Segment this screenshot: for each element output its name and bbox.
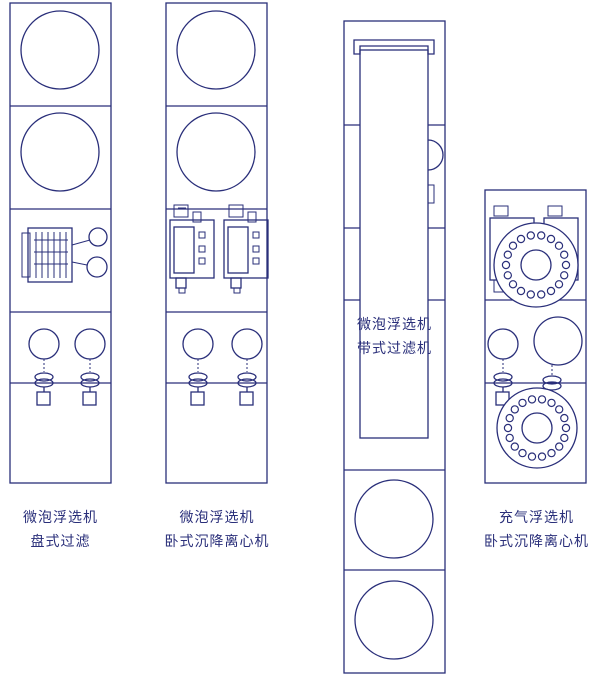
disc-upper-hole: [508, 241, 518, 250]
line1-column: [9, 2, 112, 484]
line3-tank-1: [354, 479, 434, 559]
disc-upper-hole: [546, 286, 556, 296]
line4-tank-large: [533, 316, 583, 366]
disc-upper-hole: [526, 290, 536, 299]
line2-caption-line2: 卧式沉降离心机: [164, 534, 270, 550]
line1-caption-line1: 微泡浮选机: [23, 510, 98, 526]
line4-column: [484, 189, 587, 484]
disc-upper-hole: [560, 250, 569, 259]
line2-tank-1: [176, 10, 256, 90]
line4-pump-tank: [487, 328, 519, 360]
disc-filter: [21, 227, 108, 283]
line1-caption-line2: 盘式过滤: [30, 534, 91, 550]
line1-pump-1: [34, 372, 54, 406]
line2-decanter-1: [169, 204, 215, 294]
line3-tank-2: [354, 580, 434, 660]
disc-lower-hole: [527, 395, 537, 404]
disc-upper-hole: [554, 241, 564, 250]
disc-upper-hole: [508, 280, 518, 289]
disc-lower-hole: [555, 442, 564, 451]
disc-lower-hole: [537, 452, 547, 461]
line1-caption: 微泡浮选机 盘式过滤: [0, 506, 121, 554]
disc-lower-hole: [510, 405, 519, 414]
disc-lower-hole: [561, 423, 571, 433]
line2-tank-2: [176, 112, 256, 192]
disc-lower-hole: [503, 423, 513, 433]
disc-lower-hole: [527, 452, 537, 461]
disc-lower-hole: [547, 398, 556, 408]
disc-lower-hole: [505, 433, 514, 443]
disc-upper-hole: [516, 234, 526, 244]
line3-outline: [343, 20, 446, 674]
line4-outline: [484, 189, 587, 484]
line1-pump-tank-1: [28, 328, 60, 360]
disc-upper-hole: [501, 260, 511, 270]
disc-upper-hole: [537, 290, 546, 299]
line4-pump-1: [493, 372, 513, 406]
line2-caption: 微泡浮选机 卧式沉降离心机: [150, 506, 284, 554]
disc-lower-hole: [510, 442, 519, 451]
line2-outline: [165, 2, 268, 484]
line4-caption-line2: 卧式沉降离心机: [484, 534, 589, 550]
line2-pump-1: [188, 372, 208, 406]
disc-upper-hole: [560, 271, 569, 280]
line4-caption: 充气浮选机 卧式沉降离心机: [470, 506, 603, 554]
disc-upper-hole: [526, 231, 536, 240]
line3-column: [343, 20, 446, 674]
disc-upper-hole: [537, 231, 546, 240]
disc-lower-hole: [547, 448, 556, 458]
line4-caption-line1: 充气浮选机: [499, 510, 574, 526]
line1-pump-2: [80, 372, 100, 406]
line3-caption-line1: 微泡浮选机: [357, 317, 432, 333]
line2-decanter-2: [223, 204, 269, 294]
line1-tank-1: [20, 10, 100, 90]
belt-filter: [353, 39, 435, 439]
line3-caption-line2: 带式过滤机: [357, 341, 432, 357]
line3-caption: 微泡浮选机 带式过滤机: [344, 313, 445, 361]
line2-pump-tank-2: [231, 328, 263, 360]
line2-pump-tank-1: [182, 328, 214, 360]
disc-upper-hole: [554, 280, 564, 289]
line1-pump-tank-2: [74, 328, 106, 360]
line1-outline: [9, 2, 112, 484]
disc-lower-hole: [555, 405, 564, 414]
disc-upper-hole: [503, 271, 512, 280]
line2-pump-2: [237, 372, 257, 406]
disc-lower-hole: [537, 395, 547, 404]
disc-lower-hole: [518, 398, 527, 408]
line4-pump-2: [542, 375, 562, 391]
disc-upper-hole: [503, 250, 512, 259]
disc-lower-hole: [505, 413, 514, 423]
disc-upper-hole: [561, 260, 571, 270]
line2-caption-line1: 微泡浮选机: [179, 510, 255, 526]
disc-lower-hole: [560, 413, 569, 423]
line2-column: [165, 2, 269, 484]
disc-lower-hole: [518, 448, 527, 458]
disc-lower-hole: [560, 433, 569, 443]
disc-upper-hole: [516, 286, 526, 296]
disc-upper-hole: [546, 234, 556, 244]
line1-tank-2: [20, 112, 100, 192]
